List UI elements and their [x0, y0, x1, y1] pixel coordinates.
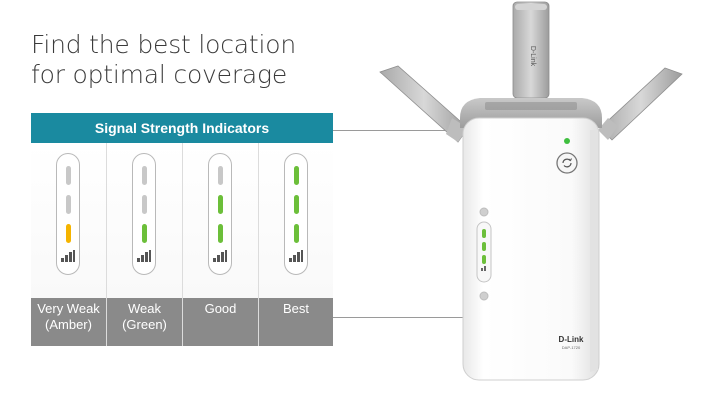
indicator-good: Good [183, 143, 259, 346]
device-body [462, 117, 600, 381]
connector-line-bottom-horizontal [333, 317, 485, 318]
indicator-label: Very Weak (Amber) [31, 298, 106, 346]
indicator-label: Weak (Green) [107, 298, 182, 346]
left-antenna [379, 65, 469, 143]
indicator-label-line-2: (Green) [122, 317, 167, 332]
connector-line-top-horizontal [333, 130, 485, 131]
device-model: DAP-1720 [562, 345, 581, 350]
wps-button[interactable] [556, 152, 578, 174]
indicator-label-line-2: (Amber) [45, 317, 92, 332]
indicator-label-line-1: Good [204, 301, 237, 316]
led-top [294, 166, 299, 185]
indicator-label-line-1: Very Weak [37, 301, 100, 316]
right-antenna [598, 67, 683, 141]
panel-title: Signal Strength Indicators [31, 113, 333, 143]
led-bottom [294, 224, 299, 243]
led-strip [284, 153, 308, 275]
led-middle [66, 195, 71, 214]
led-strip [208, 153, 232, 275]
signal-bars-icon [289, 250, 303, 262]
led-strip [56, 153, 80, 275]
indicator-very-weak: Very Weak (Amber) [31, 143, 107, 346]
led-top [142, 166, 147, 185]
extender-illustration: D-Link D-Link DAP-1720 [379, 1, 683, 381]
vent-grille [485, 102, 577, 110]
indicator-label: Best [259, 298, 333, 346]
led-middle [218, 195, 223, 214]
led-bottom [142, 224, 147, 243]
power-led-icon [564, 138, 570, 144]
device-signal-strip [476, 207, 492, 301]
signal-bars-icon [213, 250, 227, 262]
indicator-best: Best [259, 143, 333, 346]
range-extender-device: D-Link D-Link DAP-1720 [360, 0, 709, 400]
led-top [66, 166, 71, 185]
led-top [218, 166, 223, 185]
signal-bars-icon [61, 250, 75, 262]
signal-strength-panel: Signal Strength Indicators Very Weak (Am… [31, 113, 333, 346]
antenna-brand-text: D-Link [529, 46, 536, 67]
signal-bars-icon [137, 250, 151, 262]
led-middle [142, 195, 147, 214]
headline-line-2: for optimal coverage [31, 60, 287, 89]
indicator-label-line-1: Best [282, 301, 309, 316]
headline-line-1: Find the best location [31, 30, 296, 59]
led-bottom [218, 224, 223, 243]
led-middle [294, 195, 299, 214]
indicator-label: Good [183, 298, 258, 346]
headline: Find the best location for optimal cover… [31, 30, 296, 90]
led-strip [132, 153, 156, 275]
indicator-label-line-1: Weak [128, 301, 161, 316]
indicator-weak: Weak (Green) [107, 143, 183, 346]
device-brand: D-Link [559, 335, 584, 344]
center-antenna: D-Link [512, 1, 550, 99]
led-bottom [66, 224, 71, 243]
